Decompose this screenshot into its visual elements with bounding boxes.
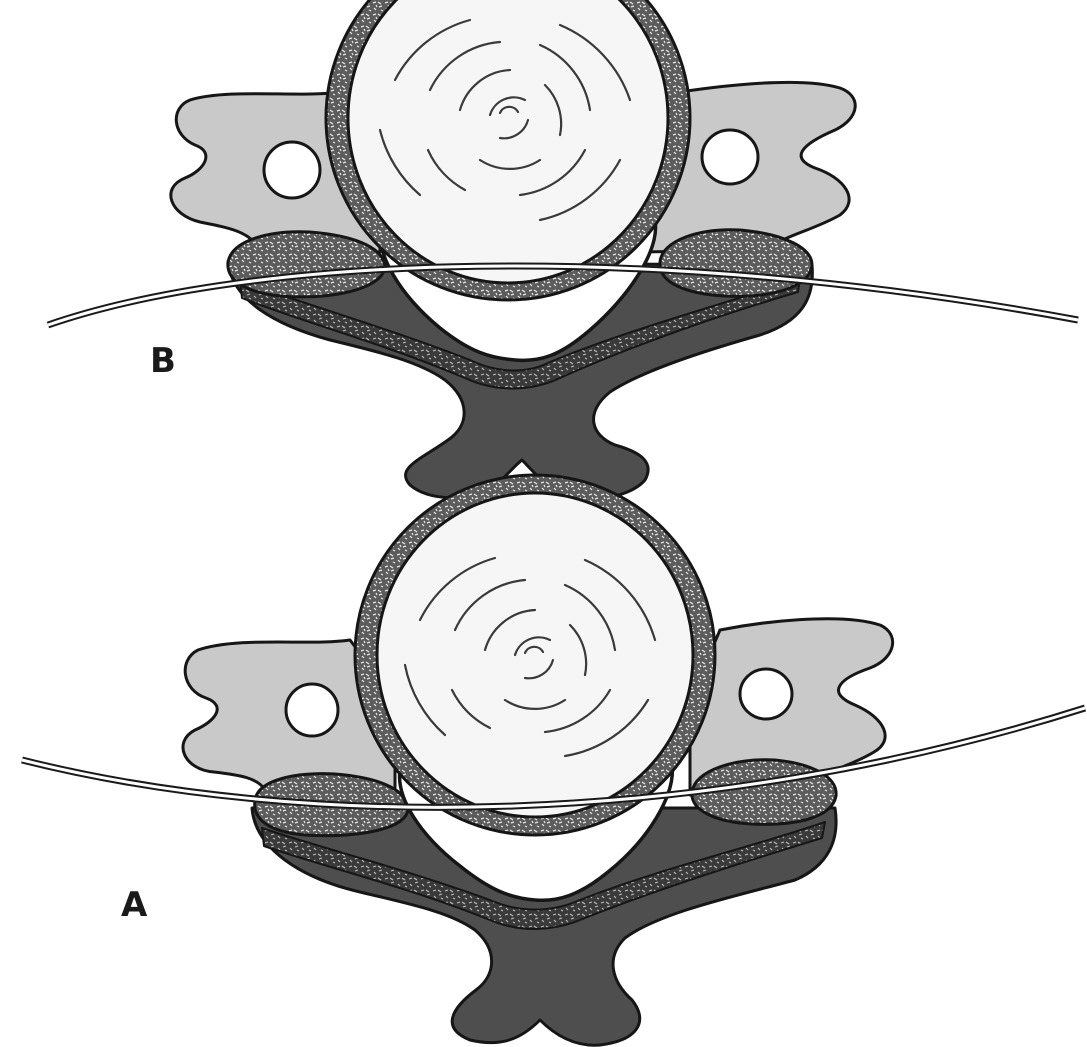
facet-right-b <box>660 230 812 296</box>
facet-left-b <box>228 232 385 297</box>
transverse-foramen-right-b <box>702 130 758 184</box>
panel-label-a: A <box>121 888 147 922</box>
transverse-foramen-left-b <box>264 142 320 198</box>
vertebral-body-a <box>377 493 693 817</box>
vertebra-b <box>48 0 1078 499</box>
transverse-foramen-right-a <box>740 669 792 719</box>
panel-label-b: B <box>150 344 176 378</box>
vertebra-a <box>22 475 1085 1045</box>
transverse-foramen-left-a <box>286 684 338 736</box>
